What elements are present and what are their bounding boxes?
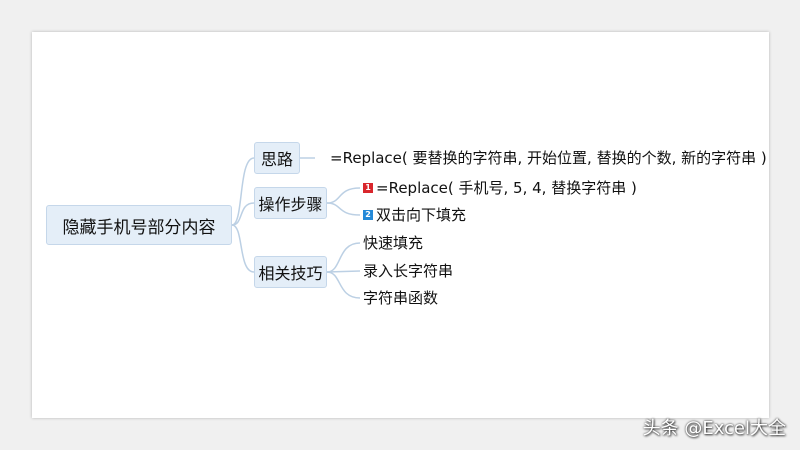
branch-label: 相关技巧 (258, 264, 323, 283)
branch-label: 操作步骤 (258, 195, 323, 214)
mindmap-connectors (231, 157, 361, 299)
branch-node-steps[interactable]: 操作步骤 (254, 187, 327, 219)
branch-node-tips[interactable]: 相关技巧 (254, 256, 327, 288)
leaf-label: 双击向下填充 (376, 206, 467, 224)
slide-canvas: 隐藏手机号部分内容 思路 操作步骤 相关技巧 =Replace( 要替换的字符串… (32, 32, 769, 418)
leaf-label: 录入长字符串 (363, 262, 454, 280)
leaf-node-tip-1[interactable]: 快速填充 (363, 233, 423, 253)
branch-label: 思路 (260, 150, 293, 169)
leaf-node-step-2[interactable]: 2 双击向下填充 (363, 205, 466, 225)
connector-tips-leaf3 (326, 271, 361, 299)
watermark-text: 头条 @Excel大全 (642, 418, 786, 439)
connector-steps-leaf2 (326, 202, 361, 216)
leaf-label: =Replace( 要替换的字符串, 开始位置, 替换的个数, 新的字符串 ) (330, 149, 767, 167)
root-label: 隐藏手机号部分内容 (62, 217, 216, 238)
leaf-label: 快速填充 (363, 234, 424, 252)
leaf-label: =Replace( 手机号, 5, 4, 替换字符串 ) (376, 179, 637, 197)
connector-root-tips (231, 224, 255, 273)
connector-root-steps (231, 202, 255, 226)
branch-node-silu[interactable]: 思路 (254, 142, 300, 174)
leaf-node-step-1[interactable]: 1 =Replace( 手机号, 5, 4, 替换字符串 ) (363, 178, 637, 198)
mindmap-root-node[interactable]: 隐藏手机号部分内容 (46, 205, 232, 245)
leaf-label: 字符串函数 (363, 289, 439, 307)
connector-root-silu (231, 157, 255, 226)
step-2-badge-icon: 2 (363, 210, 373, 220)
step-1-badge-icon: 1 (363, 183, 373, 193)
connector-steps-leaf1 (326, 187, 361, 204)
leaf-node-tip-2[interactable]: 录入长字符串 (363, 261, 453, 281)
connector-tips-leaf1 (326, 242, 361, 273)
leaf-node-silu-formula[interactable]: =Replace( 要替换的字符串, 开始位置, 替换的个数, 新的字符串 ) (330, 148, 767, 168)
leaf-node-tip-3[interactable]: 字符串函数 (363, 288, 438, 308)
connector-tips-leaf2 (326, 270, 361, 273)
